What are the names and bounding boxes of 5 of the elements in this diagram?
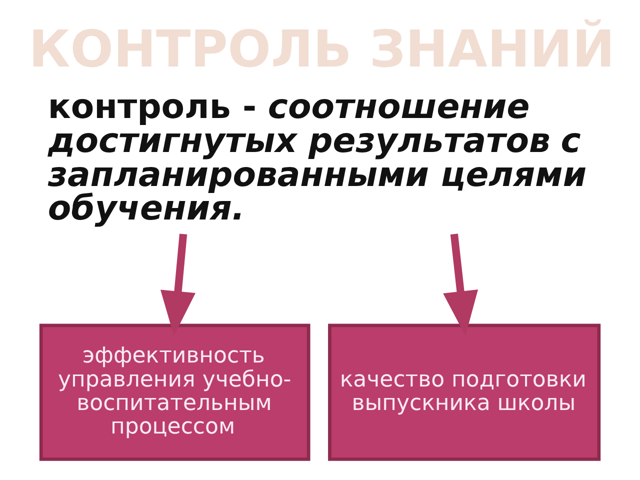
node-text: контроль - соотношение достигнутых результатов с запланированными целями обучения.	[48, 87, 587, 228]
arrow	[443, 234, 478, 336]
arrow	[160, 234, 196, 336]
node-box: качество подготовки выпускника школы	[328, 324, 601, 461]
node-box: эффективность управления учебно-воспитательным процессом	[39, 324, 310, 461]
